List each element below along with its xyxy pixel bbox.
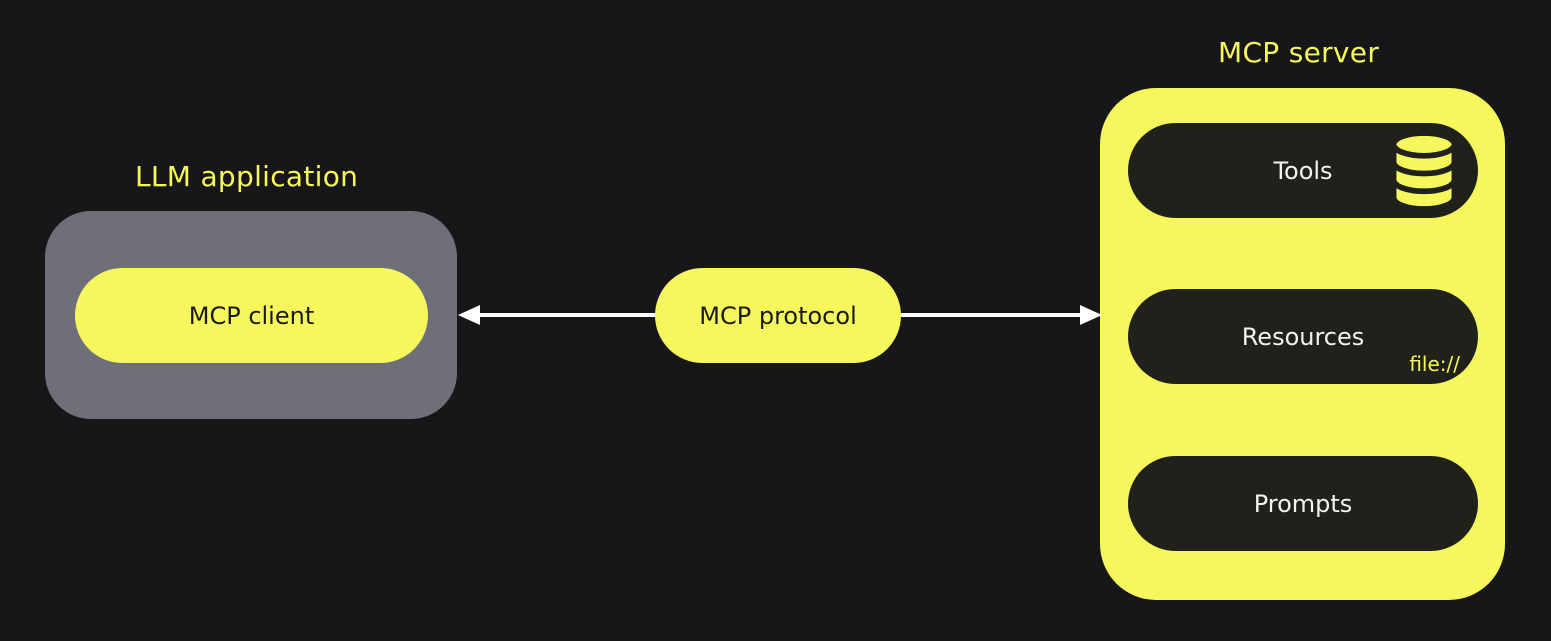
mcp-server-box: Tools Resources file:// Prompts [1100, 88, 1505, 600]
tools-node: Tools [1128, 123, 1478, 218]
mcp-server-title: MCP server [1218, 36, 1380, 69]
mcp-client-node: MCP client [75, 268, 428, 363]
resources-file-annotation: file:// [1409, 352, 1460, 376]
tools-label: Tools [1273, 156, 1333, 185]
resources-node: Resources file:// [1128, 289, 1478, 384]
mcp-protocol-node: MCP protocol [655, 268, 901, 363]
prompts-label: Prompts [1253, 489, 1353, 518]
database-icon [1390, 129, 1458, 212]
llm-application-title: LLM application [135, 160, 359, 193]
resources-label: Resources [1241, 322, 1365, 351]
prompts-node: Prompts [1128, 456, 1478, 551]
mcp-client-label: MCP client [188, 301, 315, 330]
mcp-protocol-label: MCP protocol [699, 301, 857, 330]
